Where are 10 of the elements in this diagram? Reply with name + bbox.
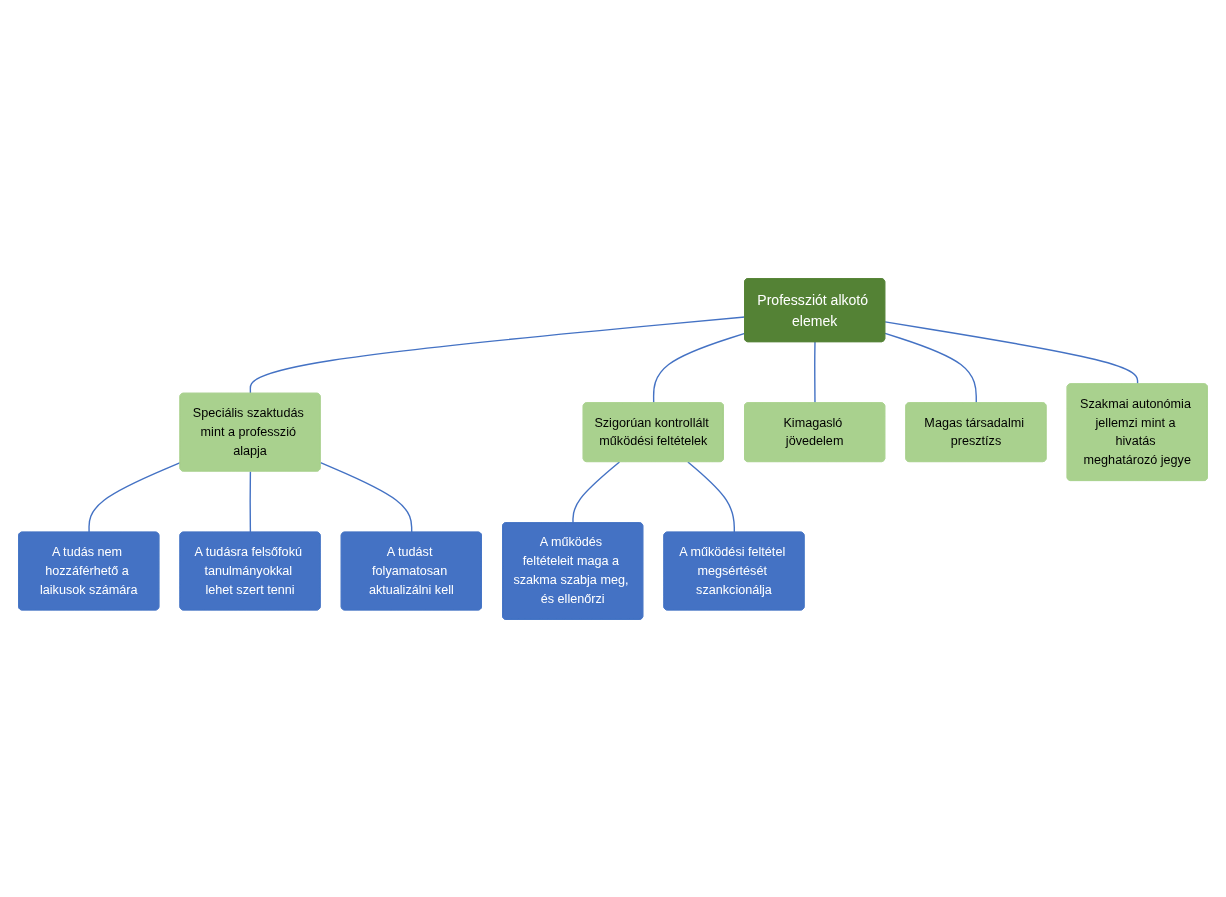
connector xyxy=(884,320,1139,385)
connector xyxy=(249,315,746,394)
connector xyxy=(814,340,816,404)
connector xyxy=(319,461,413,533)
connector xyxy=(687,460,736,533)
connector xyxy=(652,332,746,404)
connector xyxy=(88,461,181,533)
connector xyxy=(884,332,977,404)
connector xyxy=(249,470,252,533)
connector xyxy=(572,460,621,524)
